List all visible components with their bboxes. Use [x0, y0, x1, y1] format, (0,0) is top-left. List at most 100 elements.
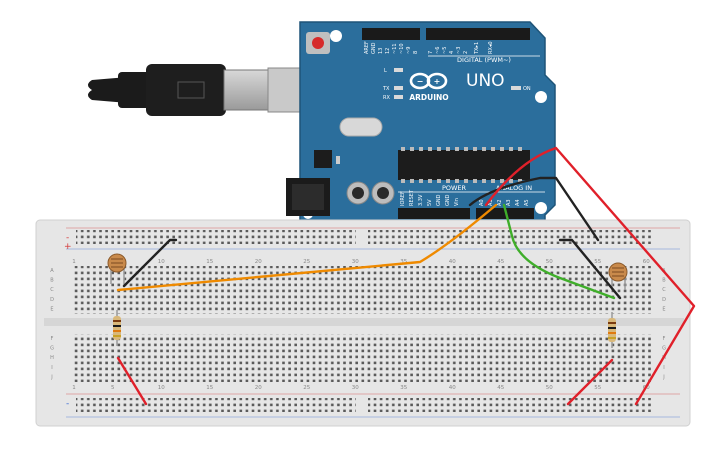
wire-red-left[interactable]: [116, 356, 148, 406]
led-on-indicator: [511, 86, 521, 90]
column-number-bottom: 10: [158, 385, 165, 391]
bottom-rail-minus-label: -: [66, 399, 69, 409]
breadboard[interactable]: - + - 1510152025303540455055601510152025…: [35, 219, 691, 427]
row-letter: G: [662, 346, 666, 352]
resistor-right[interactable]: [608, 312, 616, 348]
digital-pin-label: TX▸1: [474, 42, 480, 55]
analog-pin-label: A2: [497, 199, 503, 206]
wire-black-left[interactable]: [122, 238, 178, 288]
column-number-bottom: 35: [400, 385, 407, 391]
column-number-top: 35: [400, 259, 407, 265]
row-letter: I: [51, 365, 52, 371]
power-pin-label: Vin: [454, 198, 460, 206]
row-letter: D: [662, 297, 666, 303]
row-letter: C: [662, 287, 666, 293]
row-letter: A: [50, 268, 54, 274]
wire-green[interactable]: [502, 203, 616, 300]
column-number-top: 10: [158, 259, 165, 265]
column-number-top: 20: [255, 259, 262, 265]
digital-pin-label: RX◂0: [488, 41, 494, 54]
wire-black-top[interactable]: [468, 176, 600, 242]
row-letter: E: [662, 306, 665, 312]
power-pin-label: 5V: [427, 199, 433, 206]
digital-pin-label: ~5: [442, 47, 448, 54]
column-number-top: 40: [449, 259, 456, 265]
column-number-top: 45: [497, 259, 504, 265]
power-pin-label: 3.3V: [418, 194, 424, 206]
digital-pin-label: 8: [413, 51, 419, 54]
digital-pin-label: 7: [428, 51, 434, 54]
led-on-label: ON: [523, 86, 531, 92]
row-letter: F: [663, 336, 666, 342]
row-letter: B: [662, 278, 666, 284]
digital-pin-label: ~3: [456, 47, 462, 54]
photoresistor-left[interactable]: [107, 253, 127, 284]
digital-header-left[interactable]: [362, 28, 420, 40]
power-pin-label: IOREF: [400, 191, 406, 206]
column-number-bottom: 20: [255, 385, 262, 391]
digital-pin-label: ~6: [435, 47, 441, 54]
wire-red-right[interactable]: [566, 358, 614, 406]
column-number-bottom: 50: [546, 385, 553, 391]
column-number-bottom: 15: [206, 385, 213, 391]
analog-pin-label: A4: [515, 199, 521, 206]
wire-black-right[interactable]: [558, 238, 622, 300]
led-l-label: L: [384, 68, 387, 74]
column-number-top: 50: [546, 259, 553, 265]
digital-header-label: DIGITAL (PWM~): [457, 56, 511, 64]
led-tx-indicator: [394, 86, 403, 90]
column-number-bottom: 1: [72, 385, 76, 391]
digital-pin-label: 12: [385, 48, 391, 54]
led-rx-label: RX: [383, 95, 390, 101]
column-number-top: 25: [303, 259, 310, 265]
digital-pin-label: ~9: [406, 47, 412, 54]
wire-orange[interactable]: [116, 203, 498, 292]
row-letter: E: [50, 306, 53, 312]
microcontroller-chip: [398, 150, 530, 180]
wire-red-long[interactable]: [484, 146, 696, 406]
digital-pin-label: GND: [371, 42, 377, 54]
crystal-oscillator: [339, 117, 383, 137]
row-letter: J: [662, 374, 664, 380]
row-letter: J: [50, 374, 52, 380]
analog-pin-label: A0: [479, 199, 485, 206]
row-letter: I: [663, 365, 664, 371]
brand-label: ARDUINO: [409, 93, 448, 102]
digital-header-right[interactable]: [426, 28, 530, 40]
power-header[interactable]: [398, 208, 470, 219]
digital-pin-label: 2: [463, 51, 469, 54]
analog-pin-label: A1: [488, 199, 494, 206]
top-rail-minus-label: -: [66, 233, 69, 243]
digital-pin-label: ~10: [399, 43, 405, 54]
led-l-indicator: [394, 68, 403, 72]
svg-text:−: −: [417, 77, 424, 86]
power-pin-label: GND: [436, 194, 442, 206]
column-number-top: 1: [72, 259, 76, 265]
row-letter: C: [50, 287, 54, 293]
analog-pin-label: A5: [524, 199, 530, 206]
digital-pin-label: 4: [449, 51, 455, 54]
digital-pin-label: 13: [378, 48, 384, 54]
column-number-top: 30: [352, 259, 359, 265]
column-number-top: 60: [643, 259, 650, 265]
column-number-bottom: 55: [594, 385, 601, 391]
column-number-top: 15: [206, 259, 213, 265]
usb-cable[interactable]: [88, 64, 305, 116]
model-label: UNO: [466, 71, 505, 91]
row-letter: B: [50, 278, 54, 284]
row-letter: F: [51, 336, 54, 342]
row-letter: H: [50, 355, 54, 361]
led-rx-indicator: [394, 95, 403, 99]
digital-pin-label: AREF: [364, 41, 370, 54]
row-letter: G: [50, 346, 54, 352]
arduino-logo: − +: [409, 72, 448, 90]
top-rail-plus-label: +: [64, 242, 72, 252]
resistor-left[interactable]: [113, 310, 121, 346]
svg-text:+: +: [434, 77, 441, 86]
analog-label: ANALOG IN: [496, 184, 532, 192]
led-tx-label: TX: [382, 86, 390, 92]
